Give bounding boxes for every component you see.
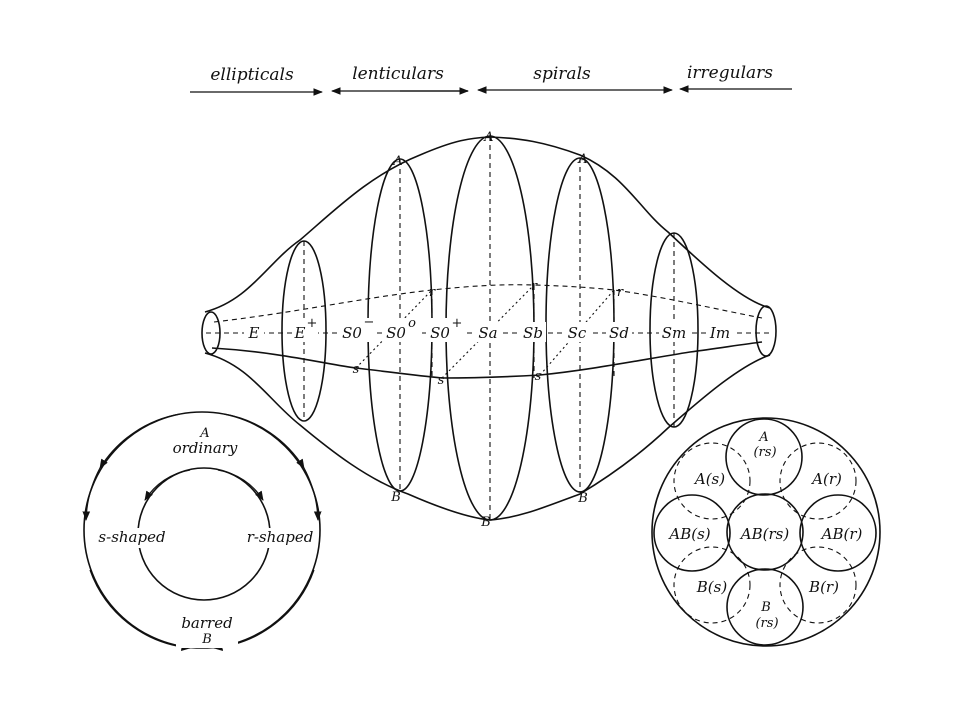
header-ellipticals: ellipticals: [210, 65, 294, 85]
cap-right: [755, 305, 777, 357]
pole-A-left: A: [392, 154, 402, 169]
class-Im: Im: [709, 324, 730, 342]
barred-letter: B: [201, 632, 212, 647]
pole-B-right: B: [577, 491, 588, 506]
label-AB-s: AB(s): [667, 525, 710, 543]
pole-r-3: r: [617, 285, 624, 300]
ordinary-label: ordinary: [173, 439, 238, 457]
classification-volume: A A A B B B r r r s s s E E + S0 − S0 o …: [201, 130, 777, 530]
ordinary-letter: A: [199, 426, 209, 441]
header-irregulars: irregulars: [687, 63, 773, 83]
pole-B-left: B: [390, 490, 401, 505]
volume-upper-outline: [204, 136, 771, 313]
class-E: E: [248, 324, 260, 342]
class-Sa: Sa: [478, 324, 497, 342]
pole-s-3: s: [535, 369, 542, 384]
label-A-s: A(s): [693, 470, 725, 488]
label-AB-r: AB(r): [820, 525, 863, 543]
class-Sb: Sb: [523, 324, 543, 342]
circle-A-s: [673, 442, 751, 520]
pole-r-2: r: [531, 279, 538, 294]
label-A-r: A(r): [810, 470, 842, 488]
s-shaped-label: s-shaped: [98, 528, 165, 546]
pole-r-1: r: [429, 285, 436, 300]
pole-A-center: A: [483, 130, 493, 145]
svg-text:+: +: [452, 316, 463, 331]
variety-circle-diagram: A (rs) A(s) A(r) AB(s) AB(rs) AB(r) B(s)…: [651, 417, 881, 647]
label-A-rs-letter: A: [758, 430, 768, 445]
header-spirals: spirals: [533, 64, 591, 84]
circle-AB-s: [653, 494, 731, 572]
class-S0-plus: S0: [430, 324, 450, 342]
label-B-s: B(s): [696, 578, 728, 596]
class-E-plus: E: [294, 324, 306, 342]
circle-B-s: [673, 546, 751, 624]
label-B-rs-paren: (rs): [755, 616, 778, 631]
circle-AB-rs: [726, 493, 804, 571]
class-labels: E E + S0 − S0 o S0 + Sa Sb Sc Sd Sm: [244, 315, 734, 342]
pole-A-right: A: [577, 152, 587, 167]
pole-B-center: B: [480, 515, 491, 530]
barred-label: barred: [181, 614, 232, 632]
class-Sc: Sc: [568, 324, 587, 342]
label-AB-rs: AB(rs): [739, 525, 790, 543]
r-shaped-label: r-shaped: [247, 528, 314, 546]
circle-A-rs: [725, 418, 803, 496]
r-track: [213, 284, 763, 323]
circle-B-rs: [726, 568, 804, 646]
svg-text:o: o: [408, 316, 416, 331]
header-row: ellipticals lenticulars spirals irregula…: [190, 63, 792, 96]
pole-s-1: s: [353, 362, 360, 377]
label-B-rs-letter: B: [760, 600, 771, 615]
class-Sd: Sd: [609, 324, 629, 342]
circle-B-r: [779, 546, 857, 624]
circle-A-r: [779, 442, 857, 520]
variety-outer-ring: [651, 417, 881, 647]
label-B-r: B(r): [808, 578, 839, 596]
class-S0-zero: S0: [386, 324, 406, 342]
circle-AB-r: [799, 494, 877, 572]
pole-s-2: s: [438, 373, 445, 388]
svg-text:+: +: [307, 316, 318, 331]
class-Sm: Sm: [662, 324, 687, 342]
bar-ring-diagram: A ordinary s-shaped r-shaped barred B: [82, 411, 322, 651]
header-lenticulars: lenticulars: [352, 64, 444, 84]
svg-text:−: −: [364, 315, 375, 330]
s-track: [211, 341, 763, 379]
class-S0-minus: S0: [342, 324, 362, 342]
label-A-rs-paren: (rs): [753, 445, 776, 460]
